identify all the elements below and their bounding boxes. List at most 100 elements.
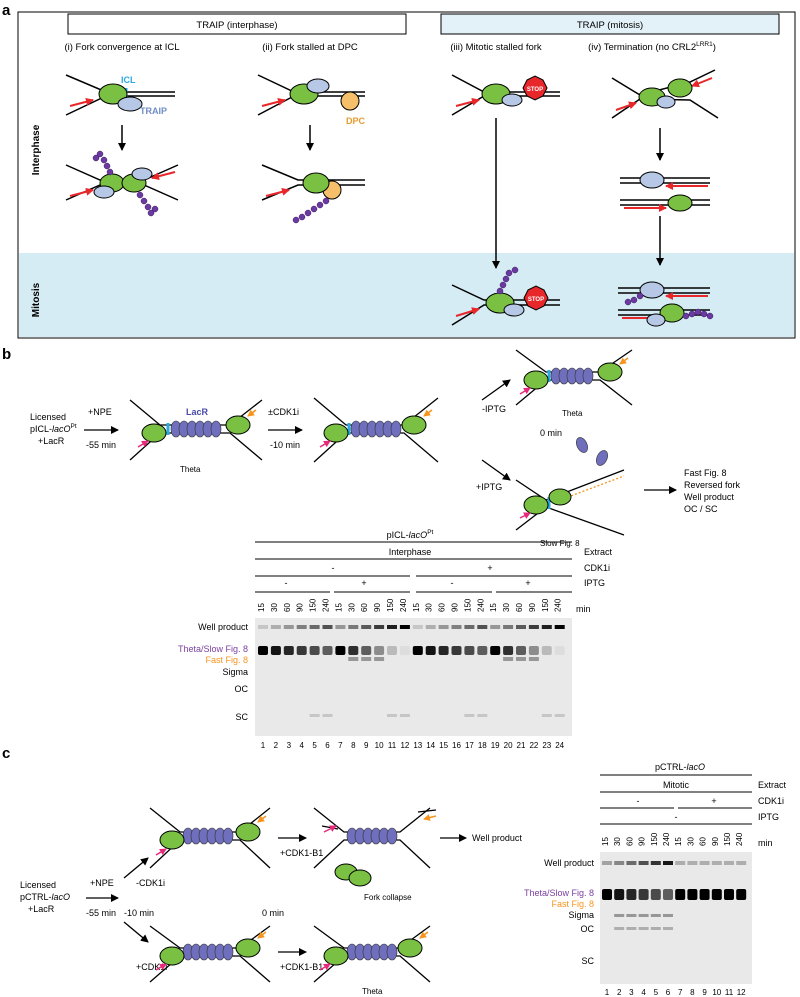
band-theta [626, 889, 637, 900]
b-t55: -55 min [86, 440, 116, 450]
b-iptg-3: - [451, 578, 454, 588]
b-product-2: Reversed fork [684, 480, 741, 490]
band-theta [736, 889, 747, 900]
b-time-label: 240 [554, 598, 563, 612]
b-time-label: 60 [438, 603, 447, 612]
b-product-3: Well product [684, 492, 734, 502]
title-iv: (iv) Termination (no CRL2LRR1) [588, 41, 716, 53]
c-lacr-add: +LacR [28, 904, 55, 914]
b-gel-image [255, 618, 572, 736]
b-lane-number: 18 [478, 741, 487, 750]
band-well [699, 861, 710, 865]
b-lacr-add: +LacR [38, 436, 65, 446]
band-well [687, 861, 698, 865]
b-theta-1: LacR Theta [129, 399, 263, 474]
c-t10: -10 min [124, 908, 154, 918]
b-slow-fig8: Slow Fig. 8 [515, 437, 625, 548]
b-lane-number: 21 [517, 741, 526, 750]
b-cdk1i: ±CDK1i [268, 407, 299, 417]
band-sc [399, 714, 410, 717]
band-well [638, 861, 649, 865]
c-lane-number: 6 [666, 988, 671, 997]
band-sc [309, 714, 320, 717]
b-time-label: 60 [360, 603, 369, 612]
b-lane-number: 17 [465, 741, 474, 750]
c-time-label: 90 [711, 837, 720, 846]
b-time-label: 60 [283, 603, 292, 612]
b-band-fast: Fast Fig. 8 [205, 655, 248, 665]
title-iii: (iii) Mitotic stalled fork [450, 42, 542, 53]
b-time-label: 60 [515, 603, 524, 612]
b-npe: +NPE [88, 407, 112, 417]
side-label-mitosis: Mitosis [31, 282, 42, 317]
c-gel-extract-state: Mitotic [663, 780, 690, 790]
band-well [258, 625, 268, 629]
b-time-label: 30 [347, 603, 356, 612]
band-sc [477, 714, 488, 717]
band-well [711, 861, 722, 865]
c-lane-number: 5 [654, 988, 659, 997]
band-theta [602, 889, 612, 900]
b-theta-label: Theta [180, 465, 201, 474]
b-time-label: 90 [373, 603, 382, 612]
band-well [736, 861, 747, 865]
diagram-ii-top: DPC [257, 74, 366, 126]
band-sigma [638, 914, 649, 917]
band-well [361, 625, 372, 629]
panel-label-b: b [2, 346, 12, 363]
side-label-interphase: Interphase [31, 124, 42, 175]
b-iptg-2: + [361, 578, 366, 588]
c-time-label: 150 [650, 832, 659, 846]
c-lane-number: 11 [725, 988, 734, 997]
b-licensed: Licensed [30, 412, 66, 422]
band-sc [554, 714, 565, 717]
c-time-label: 15 [601, 837, 610, 846]
b-lane-number: 20 [504, 741, 513, 750]
c-row-cdk1i: CDK1i [758, 796, 784, 806]
c-band-sc: SC [581, 956, 594, 966]
diagram-iii-top: STOP [451, 74, 560, 116]
title-i: (i) Fork convergence at ICL [64, 42, 179, 53]
band-theta [283, 646, 294, 655]
c-cdk-plus: + [711, 796, 716, 806]
b-lane-number: 23 [542, 741, 551, 750]
b-lane-number: 6 [325, 741, 330, 750]
b-lane-number: 12 [400, 741, 409, 750]
band-well [663, 861, 673, 865]
band-sc [322, 714, 333, 717]
diagram-i-top: ICL TRAIP [65, 74, 175, 116]
c-cdk1b1-top: +CDK1-B1 [280, 848, 323, 858]
panel-b: Licensed pICL-lacOPt +LacR +NPE -55 min … [30, 349, 741, 750]
b-theta3-label: Theta [562, 409, 583, 418]
label-icl: ICL [121, 75, 136, 85]
band-well [412, 625, 423, 629]
c-time-label: 240 [662, 832, 671, 846]
b-gel-bands [258, 625, 565, 717]
band-theta [687, 889, 698, 900]
c-time-label: 30 [686, 837, 695, 846]
diagram-iv-top [611, 69, 719, 119]
band-sigma [626, 914, 637, 917]
c-plus-cdk1i: +CDK1i [136, 962, 167, 972]
c-time-label: 60 [699, 837, 708, 846]
c-t55: -55 min [86, 908, 116, 918]
b-lane-number: 11 [388, 741, 397, 750]
b-gel-title: pICL-lacOPt [387, 529, 434, 540]
c-gel-image [600, 852, 752, 984]
band-theta [554, 646, 565, 655]
band-theta [541, 646, 552, 655]
b-product-1: Fast Fig. 8 [684, 468, 727, 478]
b-lane-number: 15 [439, 741, 448, 750]
b-lacr-label: LacR [186, 407, 209, 417]
band-theta [438, 646, 449, 655]
b-lane-number: 4 [299, 741, 304, 750]
band-theta [296, 646, 307, 655]
panel-label-a: a [2, 2, 11, 19]
band-well [451, 625, 462, 629]
diagram-iii-bottom: STOP [451, 266, 560, 326]
c-row-iptg: IPTG [758, 812, 779, 822]
band-well [650, 861, 661, 865]
b-time-label: 150 [463, 598, 472, 612]
band-oc [614, 927, 625, 930]
